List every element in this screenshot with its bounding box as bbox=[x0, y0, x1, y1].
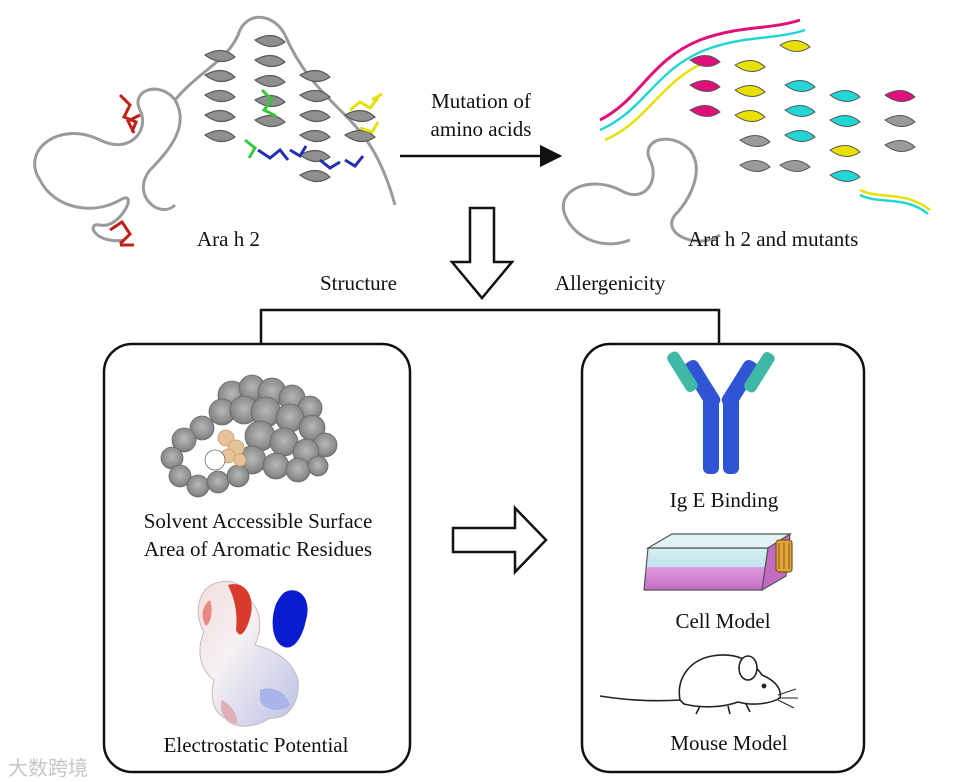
sasa-label-line2: Area of Aromatic Residues bbox=[143, 537, 373, 561]
structure-label: Structure bbox=[320, 271, 397, 295]
sasa-surface-model bbox=[160, 374, 338, 498]
ige-binding-label: Ig E Binding bbox=[669, 488, 779, 512]
allergenicity-box-frame bbox=[580, 342, 866, 774]
mutants-structure-overlay bbox=[561, 18, 931, 246]
sasa-label-line1: Solvent Accessible Surface bbox=[143, 509, 373, 533]
ara-h2-structure bbox=[33, 15, 397, 247]
structure-box-frame bbox=[102, 342, 412, 774]
mouse-model-label: Mouse Model bbox=[670, 731, 788, 755]
allergenicity-label: Allergenicity bbox=[555, 271, 666, 295]
cell-model-label: Cell Model bbox=[675, 609, 771, 633]
electrostatic-surface-model bbox=[197, 580, 308, 727]
branch-bracket bbox=[259, 308, 721, 344]
mutants-label: Ara h 2 and mutants bbox=[688, 227, 859, 251]
antibody-icon bbox=[667, 351, 775, 474]
mutation-label-line2: amino acids bbox=[430, 117, 532, 141]
ara-h2-label: Ara h 2 bbox=[197, 227, 260, 251]
down-arrow bbox=[449, 206, 515, 300]
electrostatic-label: Electrostatic Potential bbox=[163, 733, 349, 757]
watermark: 大数跨境 bbox=[8, 756, 88, 780]
mouse-icon bbox=[599, 654, 798, 715]
right-arrow bbox=[451, 504, 548, 576]
cell-flask-icon bbox=[643, 532, 793, 592]
mutation-label-line1: Mutation of bbox=[431, 89, 531, 113]
